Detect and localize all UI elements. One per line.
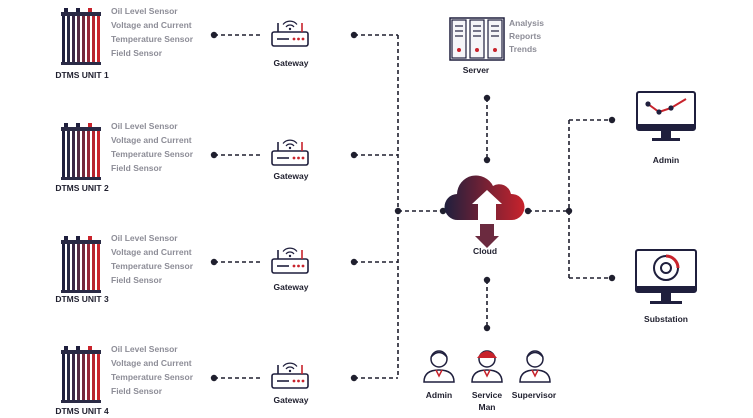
field-sensor-label: Field Sensor xyxy=(111,163,163,173)
analysis-label: Analysis xyxy=(509,18,544,28)
trends-label: Trends xyxy=(509,44,537,54)
unit-2-sensor-list: Oil Level Sensor Voltage and Current Tem… xyxy=(111,119,193,175)
temperature-sensor-label: Temperature Sensor xyxy=(111,261,194,271)
unit-3-sensor-list: Oil Level Sensor Voltage and Current Tem… xyxy=(111,231,193,287)
supervisor-label: Supervisor xyxy=(511,390,557,400)
substation-label: Substation xyxy=(644,314,688,324)
temperature-sensor-label: Temperature Sensor xyxy=(111,149,194,159)
router-icon xyxy=(271,247,309,274)
field-sensor-label: Field Sensor xyxy=(111,386,163,396)
supervisor-icon xyxy=(519,350,551,383)
server-services-list: Analysis Reports Trends xyxy=(509,17,544,56)
voltage-current-label: Voltage and Current xyxy=(111,135,192,145)
cloud-label: Cloud xyxy=(472,246,498,256)
service-man-line-2: Man xyxy=(478,402,496,412)
transformer-icon xyxy=(61,123,101,180)
service-man-label: Service Man xyxy=(472,389,502,413)
unit-4-sensor-list: Oil Level Sensor Voltage and Current Tem… xyxy=(111,342,193,398)
transformer-icon xyxy=(61,346,101,403)
transformer-icon xyxy=(61,236,101,293)
admin-user-label: Admin xyxy=(425,390,453,400)
dtms-unit-1-label: DTMS UNIT 1 xyxy=(55,70,109,80)
router-icon xyxy=(271,139,309,166)
service-man-line-1: Service xyxy=(471,390,503,400)
oil-level-sensor-label: Oil Level Sensor xyxy=(111,121,178,131)
unit-1-sensor-list: Oil Level Sensor Voltage and Current Tem… xyxy=(111,4,193,60)
server-label: Server xyxy=(462,65,490,75)
gateway-1-label: Gateway xyxy=(273,58,309,68)
router-icon xyxy=(271,20,309,47)
dtms-unit-3-label: DTMS UNIT 3 xyxy=(55,294,109,304)
gateway-4-label: Gateway xyxy=(273,395,309,405)
oil-level-sensor-label: Oil Level Sensor xyxy=(111,233,178,243)
dtms-unit-4-label: DTMS UNIT 4 xyxy=(55,406,109,416)
temperature-sensor-label: Temperature Sensor xyxy=(111,34,194,44)
reports-label: Reports xyxy=(509,31,542,41)
router-icon xyxy=(271,362,309,389)
monitor-gauge-icon xyxy=(635,249,697,304)
gateway-2-label: Gateway xyxy=(273,171,309,181)
transformer-icon xyxy=(61,8,101,65)
temperature-sensor-label: Temperature Sensor xyxy=(111,372,194,382)
field-sensor-label: Field Sensor xyxy=(111,275,163,285)
admin-dashboard-label: Admin xyxy=(652,155,680,165)
cloud-icon xyxy=(444,175,525,248)
voltage-current-label: Voltage and Current xyxy=(111,247,192,257)
oil-level-sensor-label: Oil Level Sensor xyxy=(111,344,178,354)
gateway-3-label: Gateway xyxy=(273,282,309,292)
voltage-current-label: Voltage and Current xyxy=(111,20,192,30)
oil-level-sensor-label: Oil Level Sensor xyxy=(111,6,178,16)
service-cap-icon xyxy=(477,351,497,358)
field-sensor-label: Field Sensor xyxy=(111,48,163,58)
server-icon xyxy=(449,17,505,61)
admin-user-icon xyxy=(423,350,455,383)
voltage-current-label: Voltage and Current xyxy=(111,358,192,368)
monitor-chart-icon xyxy=(636,91,696,141)
dtms-unit-2-label: DTMS UNIT 2 xyxy=(55,183,109,193)
